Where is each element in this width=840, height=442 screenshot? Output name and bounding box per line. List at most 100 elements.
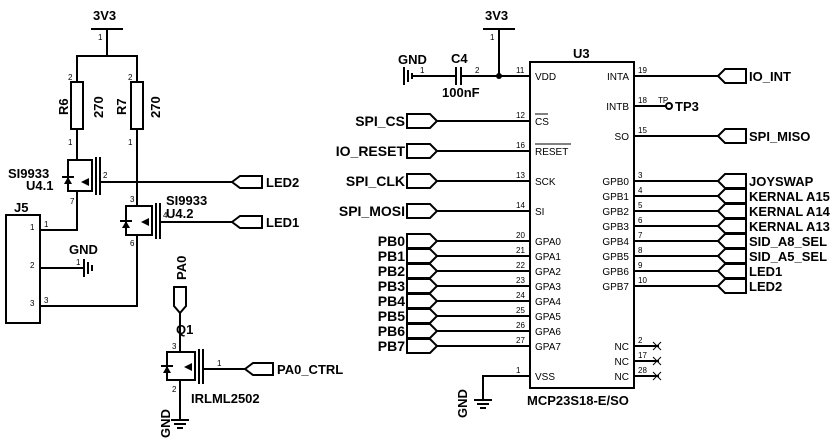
svg-text:6: 6 — [638, 216, 643, 225]
net-pa0-ctrl: PA0_CTRL — [243, 362, 343, 377]
net-spi-cs: SPI_CS — [355, 113, 405, 129]
svg-text:12: 12 — [516, 111, 525, 120]
svg-text:GPB6: GPB6 — [602, 267, 629, 278]
ic-pin-nc-2: NC2 — [615, 336, 662, 353]
u3-ref: U3 — [573, 46, 590, 61]
net-pb1: PB1 — [378, 248, 405, 264]
svg-text:4: 4 — [163, 211, 168, 220]
ic-u3: U3 MCP23S18-E/SO — [527, 46, 635, 408]
net-led1: LED1 — [749, 264, 782, 279]
net-kernal-a13: KERNAL A13 — [749, 219, 830, 234]
svg-text:1: 1 — [490, 33, 495, 42]
mosfet-u4-1: 2 7 SI9933 U4.1 — [8, 151, 233, 207]
svg-text:2: 2 — [475, 66, 480, 75]
svg-text:2: 2 — [103, 171, 108, 180]
r6-ref: R6 — [56, 98, 71, 115]
tp-tag: TP — [658, 96, 668, 105]
vcc-left-label: 3V3 — [93, 8, 116, 23]
gnd-q1-label: GND — [158, 409, 173, 438]
svg-text:10: 10 — [638, 276, 647, 285]
led2-left-label: LED2 — [266, 175, 299, 190]
svg-text:GPA1: GPA1 — [535, 252, 561, 263]
net-spi-miso: SPI_MISO — [749, 129, 810, 144]
svg-text:CS: CS — [535, 117, 549, 128]
svg-text:NC: NC — [615, 357, 629, 368]
svg-text:8: 8 — [638, 246, 643, 255]
net-pb0: PB0 — [378, 233, 405, 249]
mosfet-u4-2: 3 4 6 SI9933 U4.2 — [120, 193, 233, 307]
svg-text:3: 3 — [172, 342, 177, 351]
svg-text:GPA3: GPA3 — [535, 282, 561, 293]
svg-text:GPB3: GPB3 — [602, 222, 629, 233]
svg-text:25: 25 — [516, 306, 525, 315]
c4-value: 100nF — [442, 85, 480, 100]
mosfet-q1: IRLML2502 Q1 3 1 2 IRLML2502 — [161, 322, 260, 421]
svg-text:7: 7 — [70, 197, 75, 206]
svg-text:3: 3 — [30, 299, 35, 308]
svg-text:GPA6: GPA6 — [535, 327, 561, 338]
pa0-label: PA0 — [174, 256, 189, 280]
svg-text:NC: NC — [615, 342, 629, 353]
u3-part: MCP23S18-E/SO — [527, 393, 629, 408]
svg-text:NC: NC — [615, 372, 629, 383]
svg-text:26: 26 — [516, 321, 525, 330]
svg-text:3: 3 — [638, 171, 643, 180]
q1-part: IRLML2502 — [191, 391, 260, 406]
j5-ref: J5 — [14, 200, 28, 215]
svg-text:GPB7: GPB7 — [602, 282, 629, 293]
svg-text:16: 16 — [516, 141, 525, 150]
svg-text:6: 6 — [130, 239, 135, 248]
svg-text:3: 3 — [44, 296, 49, 305]
svg-text:23: 23 — [516, 276, 525, 285]
svg-text:22: 22 — [516, 261, 525, 270]
svg-text:1: 1 — [44, 220, 49, 229]
net-joyswap: JOYSWAP — [749, 174, 814, 189]
net-kernal-a14: KERNAL A14 — [749, 204, 831, 219]
svg-text:20: 20 — [516, 231, 525, 240]
svg-text:GPA5: GPA5 — [535, 312, 561, 323]
svg-text:GPB5: GPB5 — [602, 252, 629, 263]
net-spi-clk: SPI_CLK — [346, 173, 405, 189]
svg-text:1: 1 — [30, 223, 35, 232]
u4-1-ref: U4.1 — [26, 178, 53, 193]
svg-text:1: 1 — [76, 258, 81, 267]
svg-text:1: 1 — [516, 366, 521, 375]
svg-text:GPB2: GPB2 — [602, 207, 629, 218]
net-spi-mosi: SPI_MOSI — [339, 203, 405, 219]
svg-text:INTA: INTA — [607, 72, 629, 83]
vcc-right-label: 3V3 — [485, 8, 508, 23]
svg-text:INTB: INTB — [606, 102, 629, 113]
svg-text:1: 1 — [217, 359, 222, 368]
resistor-r7: 2 1 R7 270 — [114, 55, 163, 195]
svg-text:14: 14 — [516, 201, 525, 210]
net-pb7: PB7 — [378, 338, 405, 354]
svg-text:GPB0: GPB0 — [602, 177, 629, 188]
svg-text:24: 24 — [516, 291, 525, 300]
svg-text:SI: SI — [535, 207, 544, 218]
pa0-ctrl-label: PA0_CTRL — [277, 362, 343, 377]
led1-left-label: LED1 — [266, 215, 299, 230]
r6-value: 270 — [91, 96, 106, 118]
svg-text:1: 1 — [128, 138, 133, 147]
svg-text:SCK: SCK — [535, 177, 556, 188]
